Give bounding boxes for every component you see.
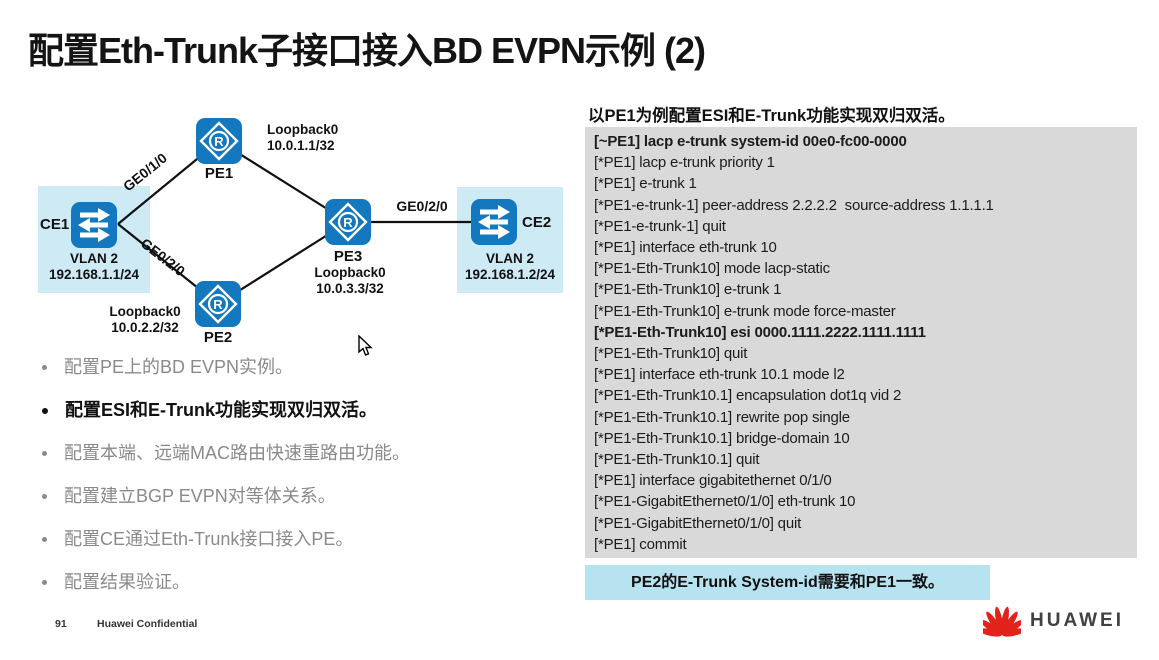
- switch-icon: [471, 199, 517, 245]
- ce2-ip: 192.168.1.2/24: [464, 267, 556, 282]
- agenda-list: 配置PE上的BD EVPN实例。 配置ESI和E-Trunk功能实现双归双活。 …: [40, 358, 580, 616]
- cli-code-block: [~PE1] lacp e-trunk system-id 00e0-fc00-…: [585, 127, 1137, 558]
- cli-line: [*PE1] interface gigabitethernet 0/1/0: [594, 472, 832, 490]
- pe3-node: R: [324, 198, 372, 246]
- router-icon: R: [196, 118, 242, 164]
- pe3-loopback: Loopback0 10.0.3.3/32: [314, 265, 386, 296]
- page-number: 91: [55, 618, 67, 630]
- cli-line: [*PE1-Eth-Trunk10] e-trunk 1: [594, 281, 782, 299]
- cli-line: [*PE1] lacp e-trunk priority 1: [594, 154, 775, 172]
- cli-line: [*PE1-e-trunk-1] quit: [594, 217, 726, 235]
- list-item: 配置PE上的BD EVPN实例。: [40, 358, 580, 377]
- cli-line: [*PE1-GigabitEthernet0/1/0] quit: [594, 514, 802, 532]
- mouse-cursor-icon: [358, 335, 373, 356]
- list-item: 配置CE通过Eth-Trunk接口接入PE。: [40, 530, 580, 549]
- huawei-logo-icon: [983, 606, 1021, 637]
- cli-line: [*PE1-GigabitEthernet0/1/0] eth-trunk 10: [594, 493, 856, 511]
- ce2-vlan: VLAN 2: [485, 251, 534, 266]
- pe3-label: PE3: [333, 248, 363, 265]
- bullet-icon: [42, 580, 47, 585]
- svg-text:R: R: [343, 215, 353, 230]
- ce1-node: [70, 201, 118, 249]
- cli-line: [*PE1] interface eth-trunk 10: [594, 239, 777, 257]
- ce1-vlan: VLAN 2: [69, 251, 118, 266]
- bullet-icon: [42, 537, 47, 542]
- list-item: 配置本端、远端MAC路由快速重路由功能。: [40, 444, 580, 463]
- confidential-label: Huawei Confidential: [97, 618, 198, 630]
- cli-line: [*PE1-Eth-Trunk10.1] bridge-domain 10: [594, 429, 850, 447]
- svg-text:R: R: [213, 297, 223, 312]
- cli-line: [*PE1-Eth-Trunk10.1] rewrite pop single: [594, 408, 850, 426]
- ce1-label: CE1: [40, 216, 70, 233]
- cli-line: [*PE1-Eth-Trunk10.1] quit: [594, 451, 760, 469]
- link-label-ge020-right: GE0/2/0: [396, 198, 448, 214]
- cli-line: [*PE1] interface eth-trunk 10.1 mode l2: [594, 366, 845, 384]
- list-item: 配置结果验证。: [40, 573, 580, 592]
- pe1-node: R: [195, 117, 243, 165]
- huawei-wordmark: HUAWEI: [1030, 610, 1124, 631]
- router-icon: R: [325, 199, 371, 245]
- cli-line: [~PE1] lacp e-trunk system-id 00e0-fc00-…: [594, 133, 907, 150]
- pe2-node: R: [194, 280, 242, 328]
- svg-text:R: R: [214, 134, 224, 149]
- cli-line: [*PE1-Eth-Trunk10] e-trunk mode force-ma…: [594, 302, 896, 320]
- config-heading: 以PE1为例配置ESI和E-Trunk功能实现双归双活。: [588, 107, 955, 125]
- ce2-node: [470, 198, 518, 246]
- router-icon: R: [195, 281, 241, 327]
- bullet-icon: [42, 365, 47, 370]
- switch-icon: [71, 202, 117, 248]
- bullet-icon: [42, 451, 47, 456]
- ce2-label: CE2: [522, 214, 552, 231]
- pe2-loopback: Loopback0 10.0.2.2/32: [109, 304, 181, 335]
- bullet-icon: [42, 408, 48, 414]
- pe1-label: PE1: [204, 165, 234, 182]
- ce1-ip: 192.168.1.1/24: [48, 267, 140, 282]
- cli-line: [*PE1] e-trunk 1: [594, 175, 697, 193]
- list-item: 配置建立BGP EVPN对等体关系。: [40, 487, 580, 506]
- huawei-logo: HUAWEI: [983, 604, 1124, 638]
- cli-line: [*PE1] commit: [594, 535, 687, 553]
- note-callout: PE2的E-Trunk System-id需要和PE1一致。: [585, 565, 990, 600]
- cli-line: [*PE1-Eth-Trunk10] mode lacp-static: [594, 260, 830, 278]
- page-title: 配置Eth-Trunk子接口接入BD EVPN示例 (2): [28, 30, 706, 71]
- cli-line: [*PE1-Eth-Trunk10] esi 0000.1111.2222.11…: [594, 323, 926, 341]
- cli-line: [*PE1-Eth-Trunk10] quit: [594, 345, 748, 363]
- list-item-active: 配置ESI和E-Trunk功能实现双归双活。: [40, 401, 580, 420]
- cli-line: [*PE1-Eth-Trunk10.1] encapsulation dot1q…: [594, 387, 902, 405]
- pe1-loopback: Loopback0 10.0.1.1/32: [267, 122, 339, 153]
- pe2-label: PE2: [203, 329, 233, 346]
- cli-line: [*PE1-e-trunk-1] peer-address 2.2.2.2 so…: [594, 196, 994, 214]
- bullet-icon: [42, 494, 47, 499]
